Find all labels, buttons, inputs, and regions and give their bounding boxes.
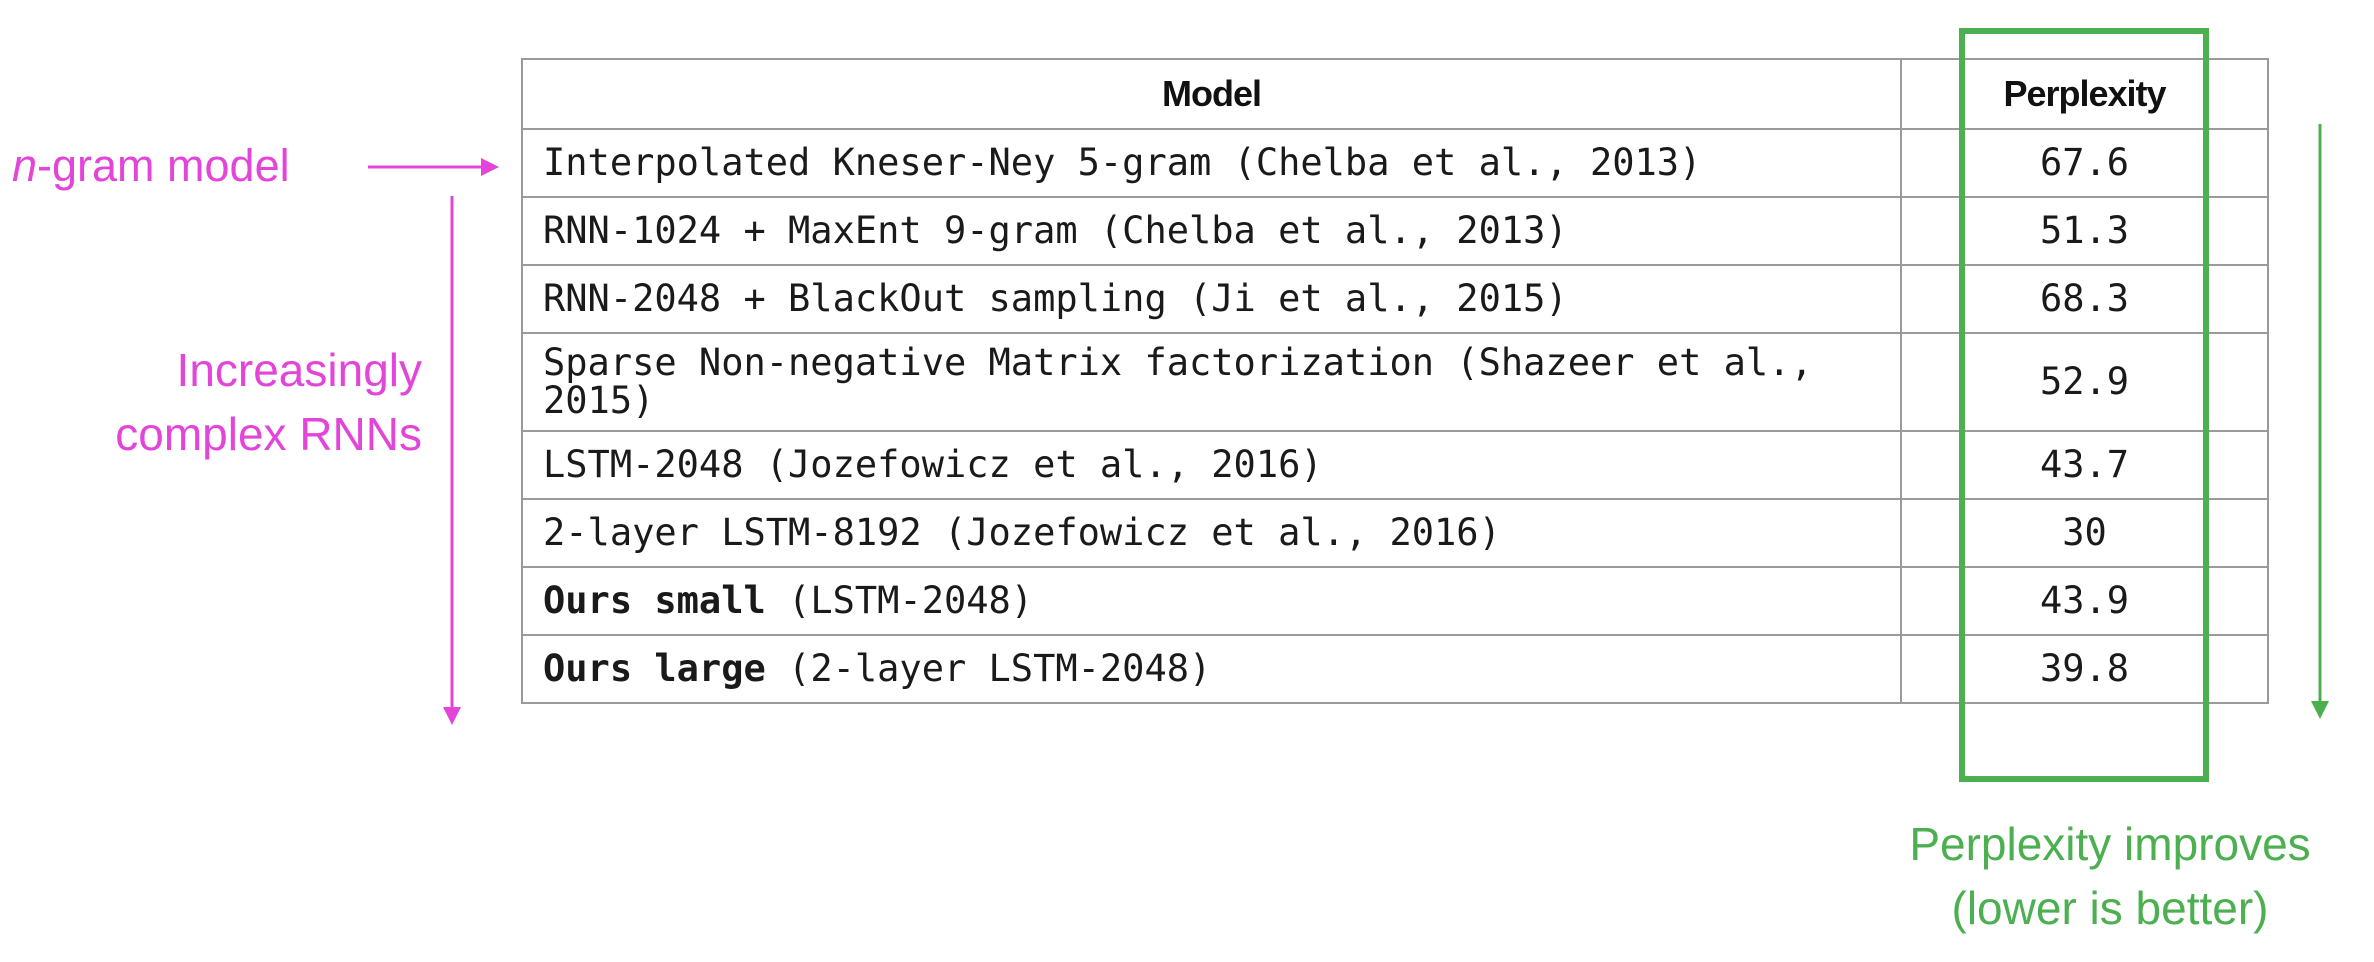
- perplexity-cell: 39.8: [1900, 634, 2269, 704]
- table-row: Sparse Non-negative Matrix factorization…: [521, 332, 2269, 432]
- ngram-italic-letter: n: [12, 140, 38, 191]
- ngram-label-text: -gram model: [37, 140, 290, 191]
- perplexity-column-header: Perplexity: [1900, 58, 2269, 130]
- model-name-text: Interpolated Kneser-Ney 5-gram (Chelba e…: [543, 141, 1702, 184]
- model-cell: LSTM-2048 (Jozefowicz et al., 2016): [521, 430, 1902, 500]
- perplexity-cell: 51.3: [1900, 196, 2269, 266]
- model-cell: 2-layer LSTM-8192 (Jozefowicz et al., 20…: [521, 498, 1902, 568]
- model-name-bold: Ours large: [543, 647, 766, 690]
- table-row: RNN-2048 + BlackOut sampling (Ji et al.,…: [521, 264, 2269, 334]
- table-row: LSTM-2048 (Jozefowicz et al., 2016) 43.7: [521, 430, 2269, 500]
- ngram-model-annotation: n-gram model: [12, 140, 290, 192]
- model-cell: RNN-1024 + MaxEnt 9-gram (Chelba et al.,…: [521, 196, 1902, 266]
- perplexity-cell: 30: [1900, 498, 2269, 568]
- perplexity-results-table: Model Perplexity Interpolated Kneser-Ney…: [521, 58, 2269, 704]
- table-row: RNN-1024 + MaxEnt 9-gram (Chelba et al.,…: [521, 196, 2269, 266]
- model-cell: Sparse Non-negative Matrix factorization…: [521, 332, 1902, 432]
- table-row: Ours small (LSTM-2048) 43.9: [521, 566, 2269, 636]
- model-name-text: LSTM-2048 (Jozefowicz et al., 2016): [543, 443, 1323, 486]
- perplexity-improves-annotation: Perplexity improves (lower is better): [1909, 818, 2311, 934]
- table-row: 2-layer LSTM-8192 (Jozefowicz et al., 20…: [521, 498, 2269, 568]
- increasingly-complex-rnns-annotation: Increasingly complex RNNs: [115, 344, 422, 460]
- table-row: Interpolated Kneser-Ney 5-gram (Chelba e…: [521, 128, 2269, 198]
- perplexity-cell: 43.7: [1900, 430, 2269, 500]
- model-name-text: Sparse Non-negative Matrix factorization…: [543, 341, 1813, 422]
- perplexity-cell: 43.9: [1900, 566, 2269, 636]
- model-name-text: 2-layer LSTM-8192 (Jozefowicz et al., 20…: [543, 511, 1501, 554]
- perplexity-cell: 52.9: [1900, 332, 2269, 432]
- model-cell: Ours large (2-layer LSTM-2048): [521, 634, 1902, 704]
- table-header-row: Model Perplexity: [521, 58, 2269, 130]
- model-name-text: (2-layer LSTM-2048): [765, 647, 1212, 690]
- model-cell: Ours small (LSTM-2048): [521, 566, 1902, 636]
- table-row: Ours large (2-layer LSTM-2048) 39.8: [521, 634, 2269, 704]
- model-name-text: RNN-2048 + BlackOut sampling (Ji et al.,…: [543, 277, 1568, 320]
- model-name-text: (LSTM-2048): [765, 579, 1034, 622]
- model-cell: RNN-2048 + BlackOut sampling (Ji et al.,…: [521, 264, 1902, 334]
- perplexity-cell: 67.6: [1900, 128, 2269, 198]
- model-name-text: RNN-1024 + MaxEnt 9-gram (Chelba et al.,…: [543, 209, 1568, 252]
- perplexity-cell: 68.3: [1900, 264, 2269, 334]
- model-cell: Interpolated Kneser-Ney 5-gram (Chelba e…: [521, 128, 1902, 198]
- model-name-bold: Ours small: [543, 579, 766, 622]
- model-column-header: Model: [521, 58, 1902, 130]
